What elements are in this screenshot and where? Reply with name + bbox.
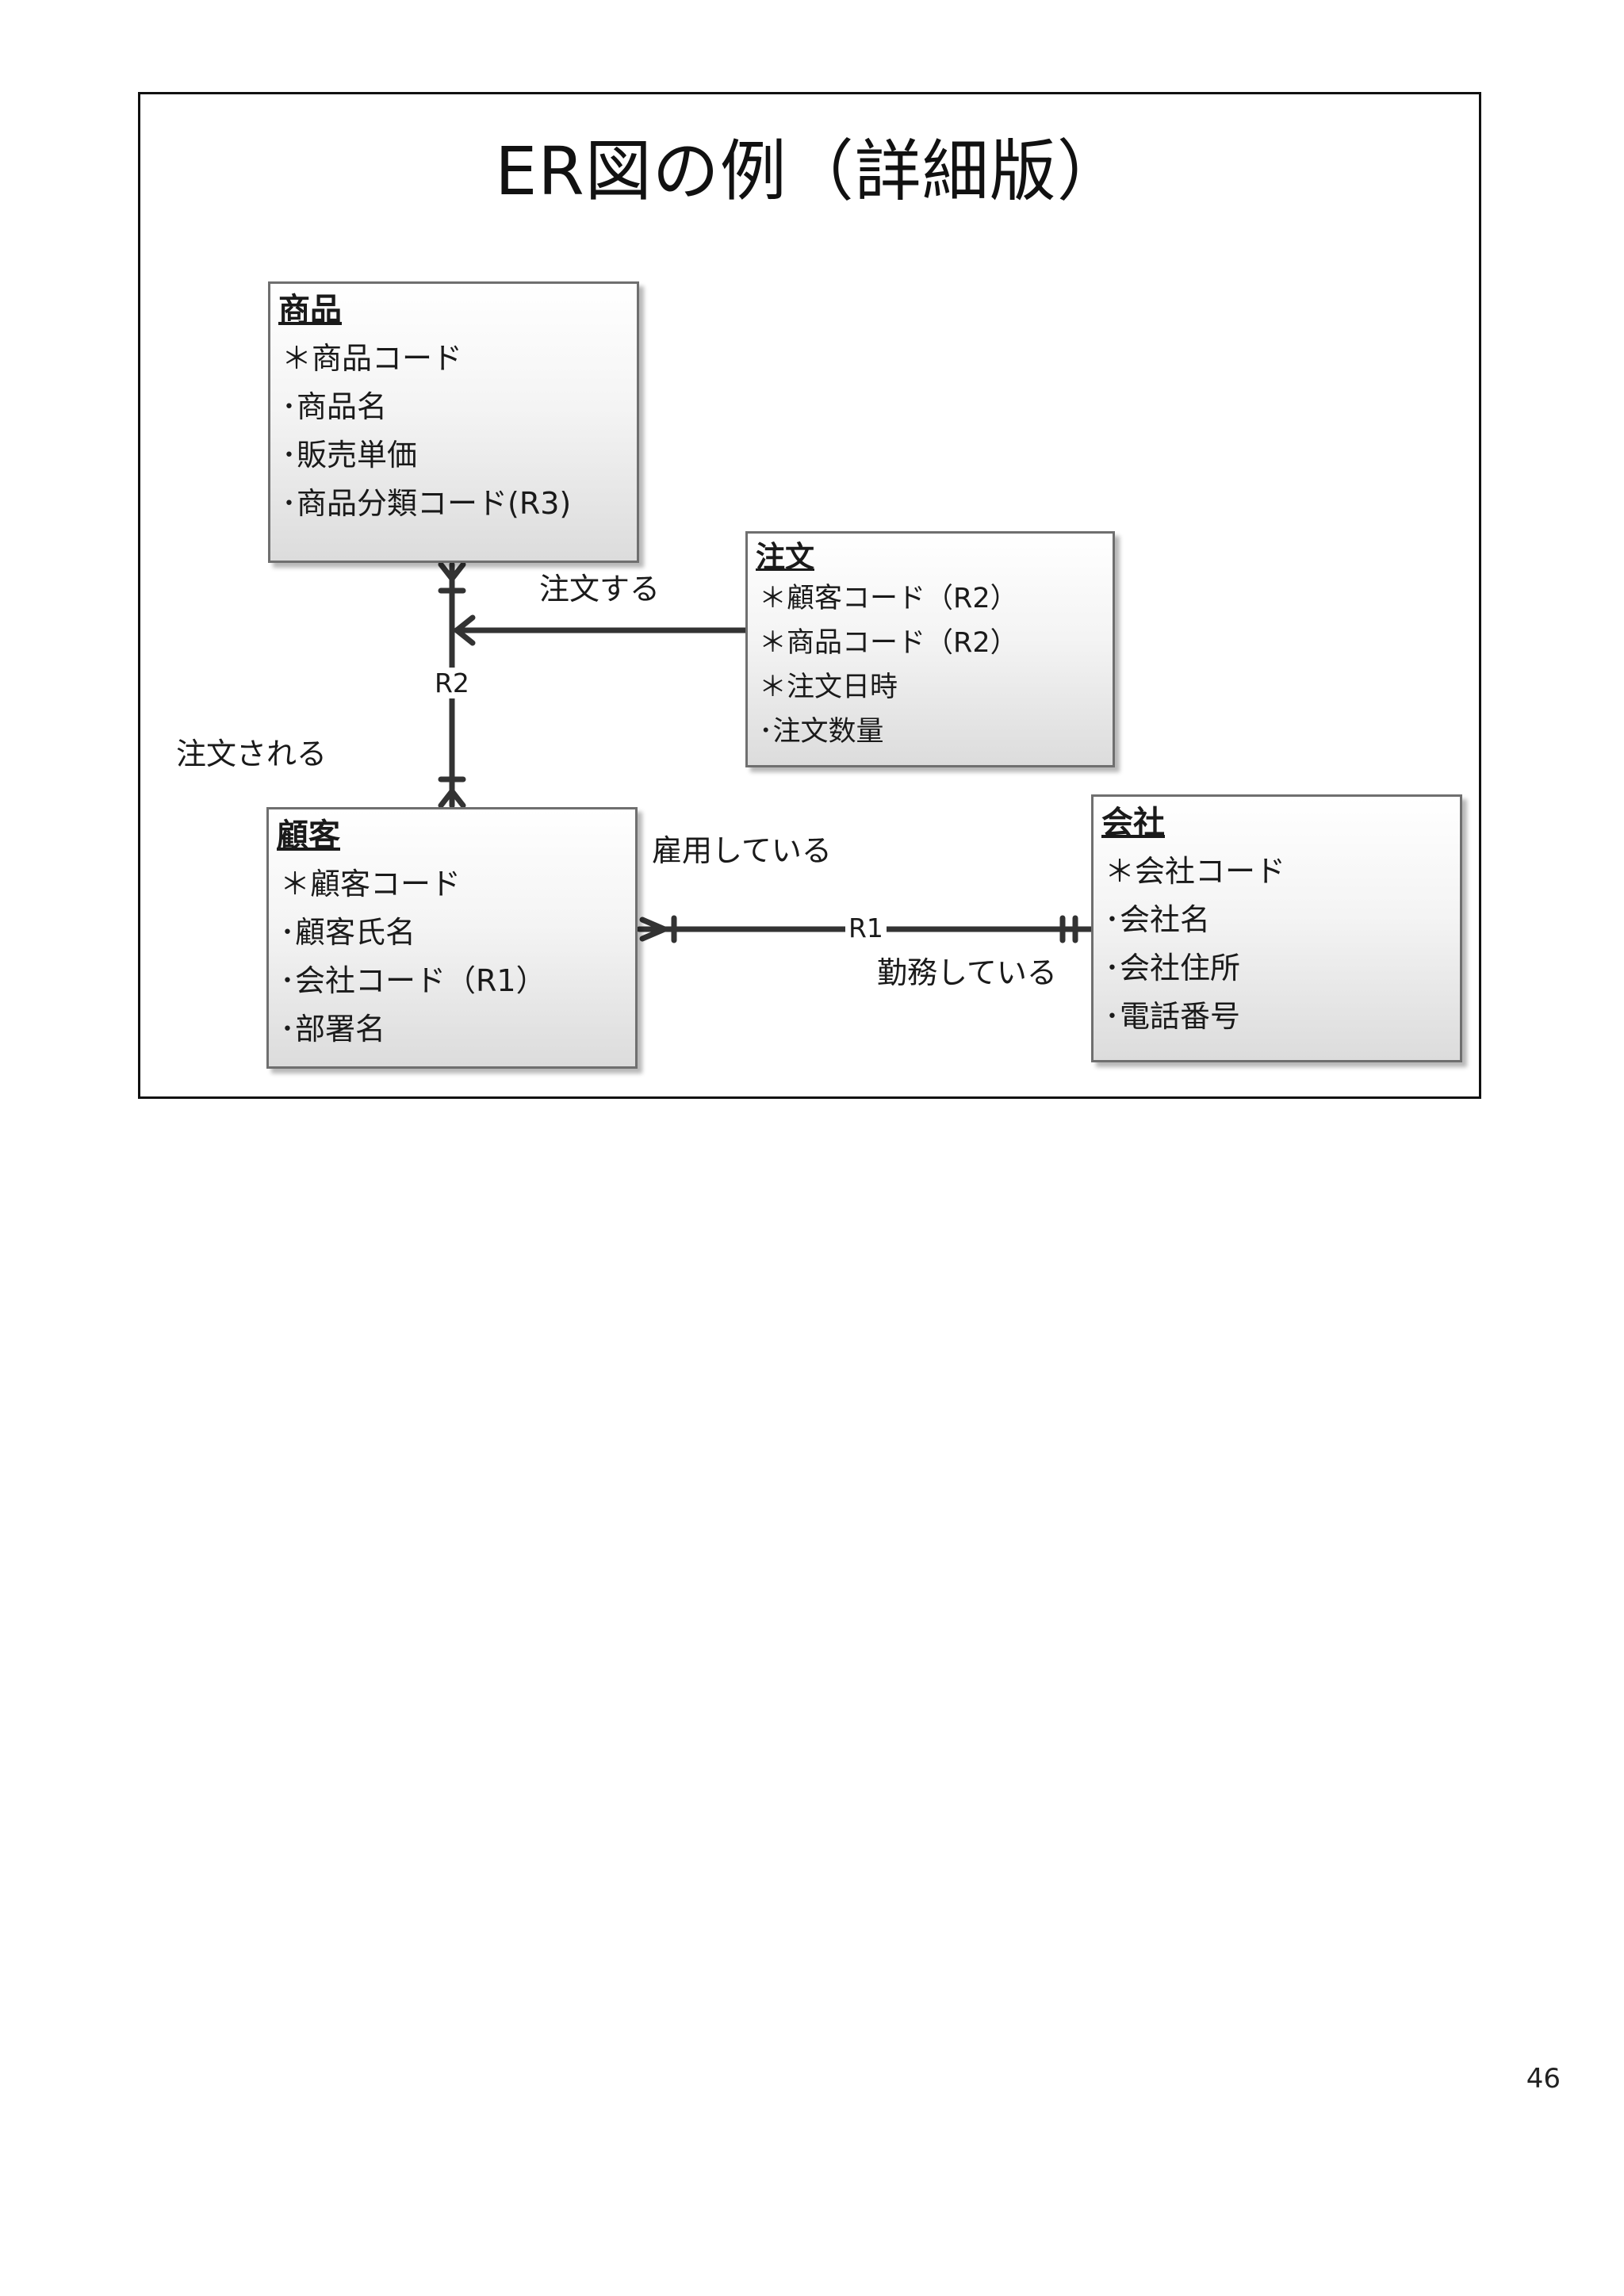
r2-crowfoot-bottom-left [438,788,455,809]
r1-crowfoot-upper [639,916,668,932]
entity-shohin-attr: ＊商品コード [282,341,463,376]
r1-crowfoot-lower [639,926,668,942]
relationship-lines [438,561,1094,943]
entity-chumon-attr: ＊商品コード（R2） [759,627,1018,659]
relationship-label-order: 注文する [539,572,661,607]
entity-kaisha-attr: ･会社名 [1105,902,1211,937]
entity-chumon-attr: ･注文数量 [759,716,884,748]
entity-kokyaku-attr: ＊顧客コード [280,867,462,901]
r2-crowfoot-top-left [438,561,455,582]
slide-title: ER図の例（詳細版） [495,132,1124,210]
entity-shohin: 商品 ＊商品コード ･商品名 ･販売単価 ･商品分類コード(R3) [268,281,639,563]
relationship-label-employ: 雇用している [652,833,832,868]
entity-chumon-attr: ＊注文日時 [759,672,898,703]
entity-shohin-name: 商品 [278,292,342,328]
r2-crowfoot-bottom-right [449,788,466,809]
entity-kaisha-name: 会社 [1101,805,1165,841]
relationship-id-r1: R1 [845,913,887,943]
order-arrow-head-lower [454,627,476,646]
entity-kaisha-attr: ＊会社コード [1105,854,1286,889]
page-number: 46 [1526,2063,1561,2095]
entity-chumon: 注文 ＊顧客コード（R2） ＊商品コード（R2） ＊注文日時 ･注文数量 [745,531,1115,767]
entity-kaisha: 会社 ＊会社コード ･会社名 ･会社住所 ･電話番号 [1091,794,1462,1062]
entity-shohin-attr: ･商品名 [282,389,388,424]
order-arrow-head-upper [454,614,476,633]
entity-chumon-attr: ＊顧客コード（R2） [759,583,1018,614]
relationship-label-work: 勤務している [877,955,1057,990]
entity-kaisha-attr: ･会社住所 [1105,951,1241,985]
entity-kokyaku: 顧客 ＊顧客コード ･顧客氏名 ･会社コード（R1） ･部署名 [266,807,638,1069]
entity-chumon-name: 注文 [756,540,814,574]
entity-kokyaku-attr: ･顧客氏名 [280,915,416,950]
entity-kaisha-attr: ･電話番号 [1105,999,1241,1034]
entity-kokyaku-name: 顧客 [277,817,340,854]
entity-kokyaku-attr: ･会社コード（R1） [280,963,546,998]
r2-crowfoot-top-right [449,561,466,582]
entity-shohin-attr: ･商品分類コード(R3) [282,486,572,521]
entity-shohin-attr: ･販売単価 [282,438,418,473]
entity-kokyaku-attr: ･部署名 [280,1012,386,1047]
relationship-label-ordered: 注文される [176,737,327,771]
relationship-id-r2: R2 [431,668,473,698]
